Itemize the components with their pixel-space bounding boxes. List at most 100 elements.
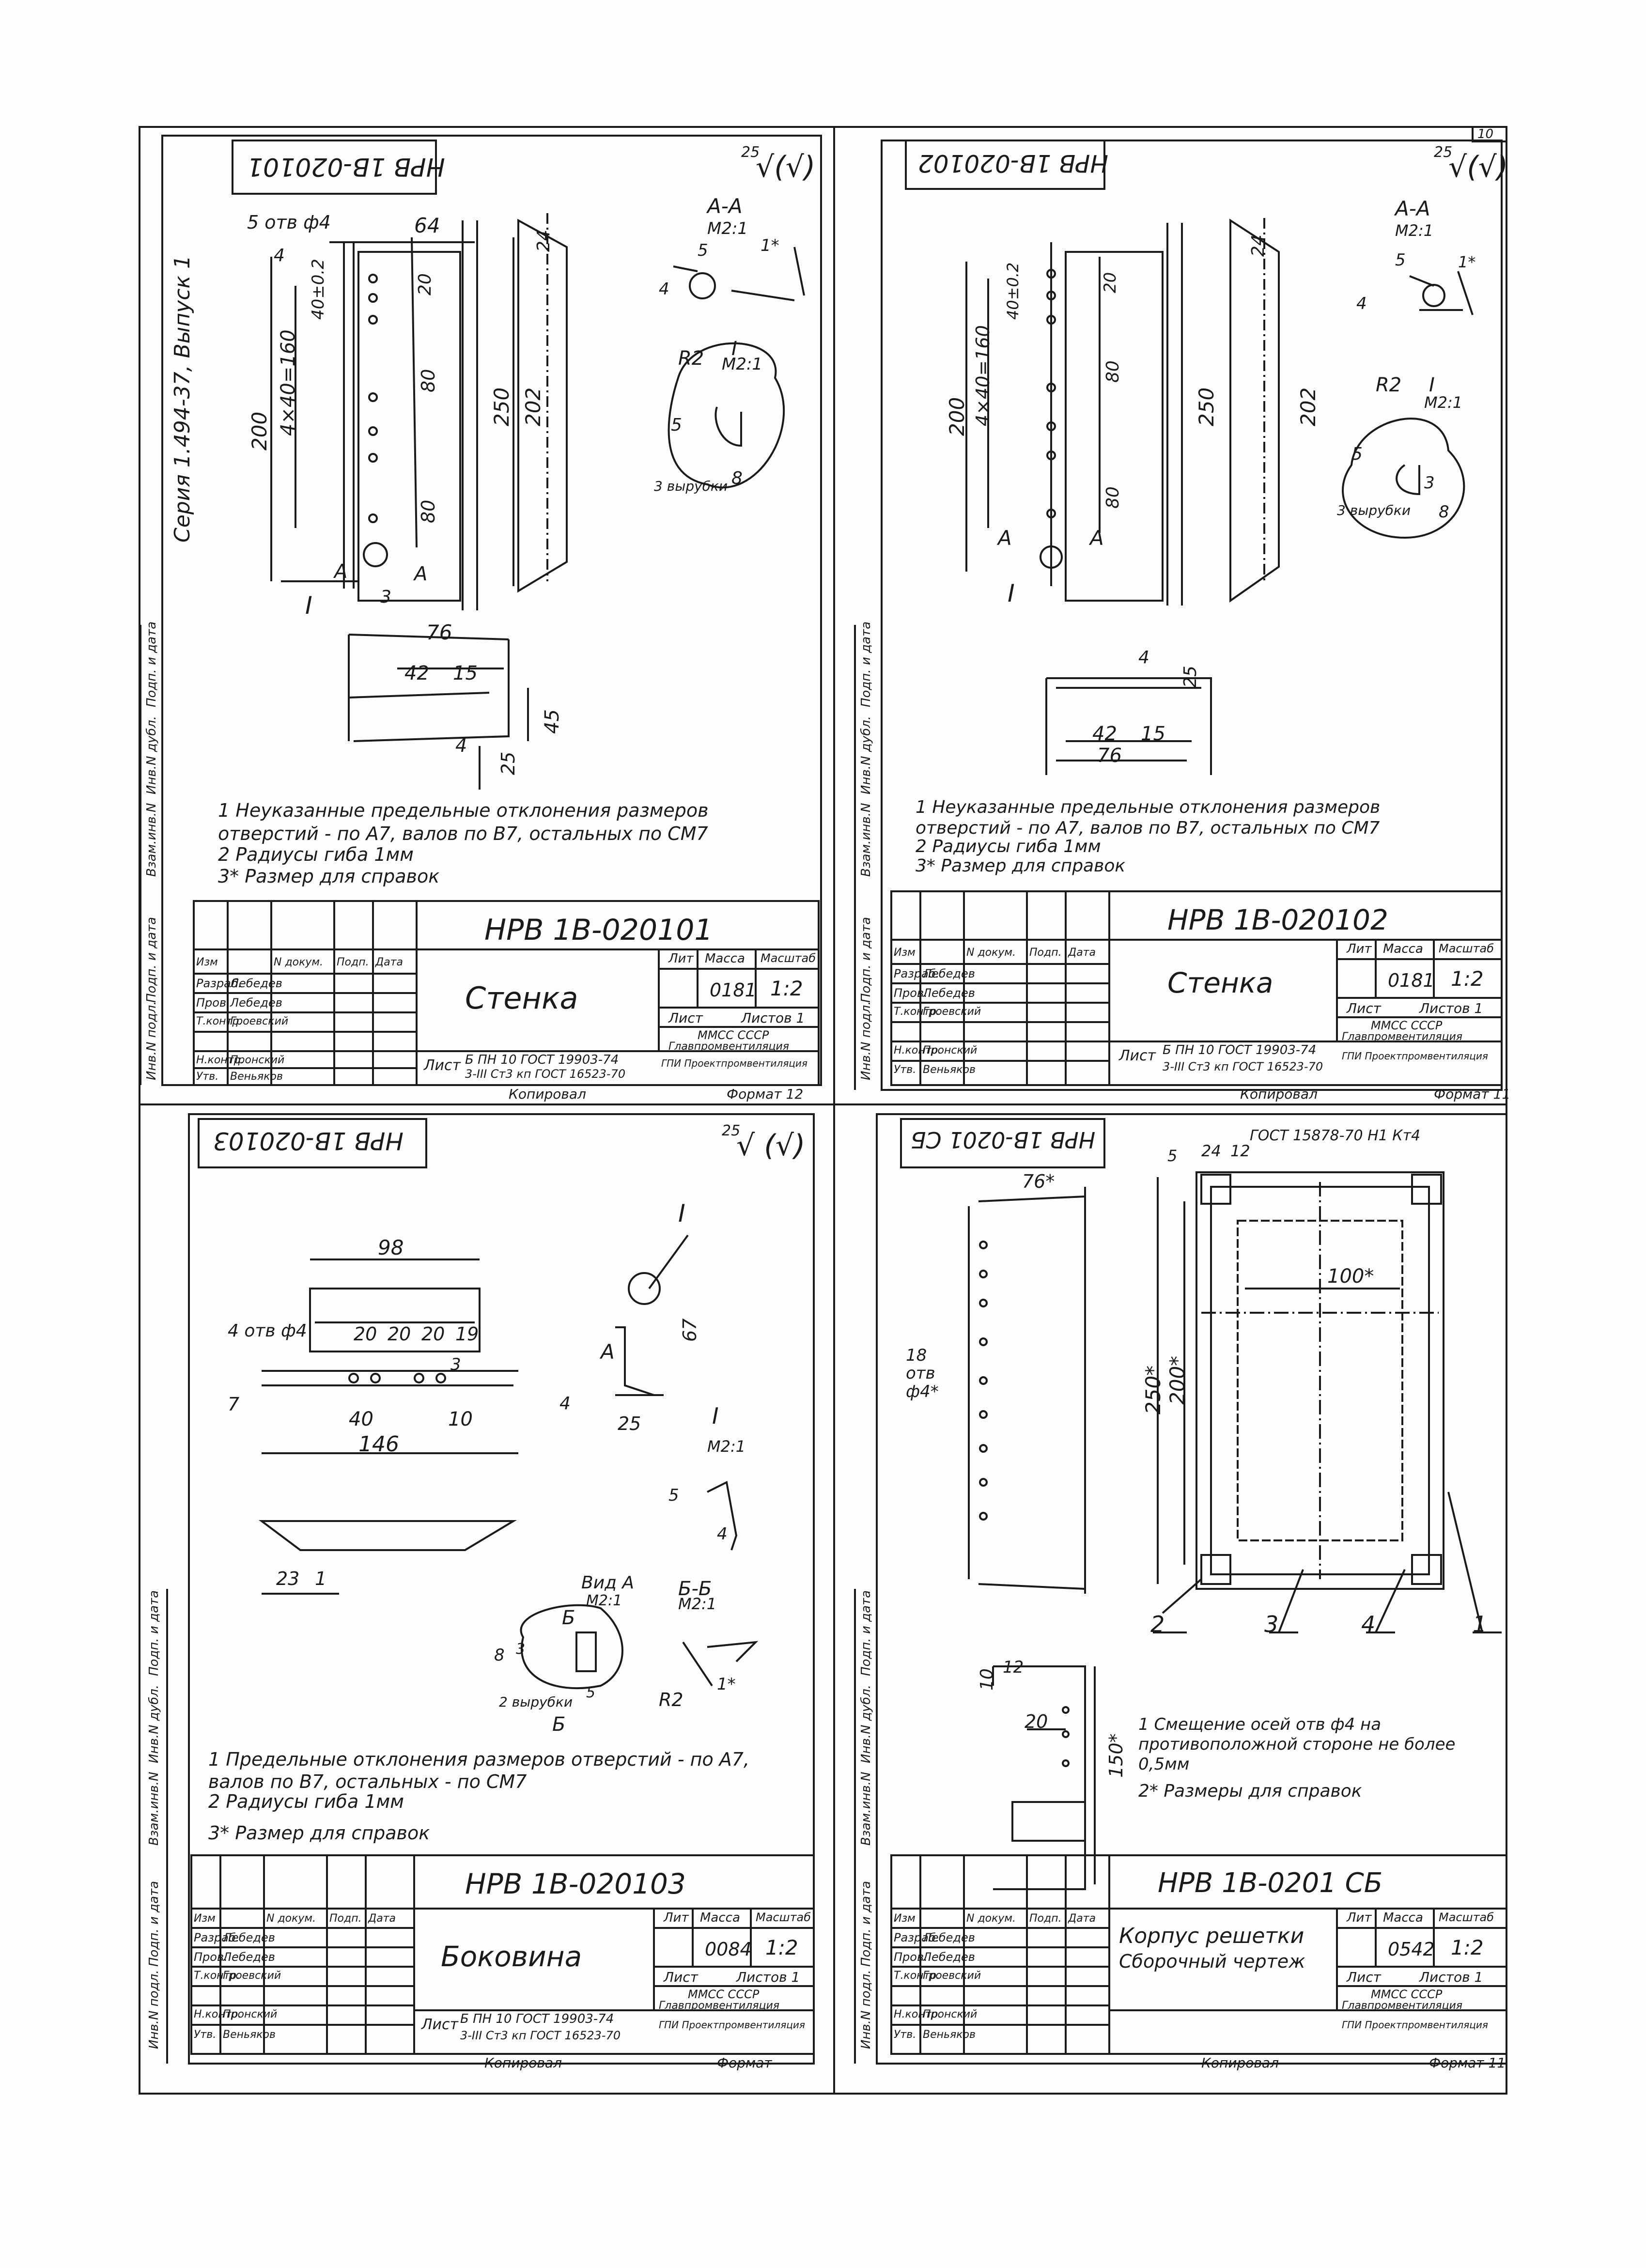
- d4-assembly-view: [968, 1171, 1502, 1890]
- d3-row-doc: N докум.: [266, 1912, 316, 1925]
- d2-person-1: Разраб.: [894, 967, 940, 980]
- d1-copied: Копировал: [509, 1086, 586, 1102]
- d3-dim-10: 10: [448, 1408, 473, 1430]
- d2-sheet: Лист: [1347, 1000, 1381, 1016]
- d1-person-5-name: Веньяков: [230, 1071, 283, 1083]
- d2-side-stamp-2: Подп. и дата: [859, 917, 873, 1003]
- d4-org2: Главпромвентиляция: [1342, 2000, 1462, 2012]
- d1-side-stamp-2: Подп. и дата: [144, 917, 159, 1003]
- d4-code-mirrored: НРВ 1В-0201 СБ: [911, 1127, 1096, 1153]
- d2-dim-202: 202: [1296, 387, 1320, 426]
- d1-dim-4b: 4: [455, 735, 467, 756]
- d1-dim-20: 20: [415, 273, 435, 295]
- d3-note-1: 1 Предельные отклонения размеров отверст…: [208, 1749, 750, 1792]
- d4-person-1-name: Лебедев: [923, 1931, 975, 1944]
- d4-row-sign: Подп.: [1029, 1912, 1062, 1925]
- d2-dim-160: 4×40=160: [972, 325, 994, 426]
- d2-col-mass: Масса: [1383, 942, 1423, 956]
- d4-name2: Сборочный чертеж: [1119, 1951, 1305, 1972]
- d3-row-date: Дата: [368, 1912, 396, 1925]
- d4-pos-4: 4: [1361, 1611, 1376, 1637]
- d1-detail-I: I: [731, 338, 737, 360]
- d2-dim-250: 250: [1195, 387, 1218, 426]
- d1-scale-I: М2:1: [722, 355, 763, 374]
- d2-copied: Копировал: [1240, 1086, 1318, 1102]
- d1-person-2-name: Лебедев: [230, 996, 282, 1010]
- d1-org1: ММСС СССР: [698, 1028, 769, 1042]
- d4-person-5-name: Веньяков: [923, 2029, 976, 2041]
- d1-label-I: I: [305, 591, 312, 620]
- d2-title-block: [890, 890, 1503, 1086]
- d1-mass: 0181: [710, 979, 757, 1001]
- d3-view-8: 8: [494, 1646, 505, 1665]
- d3-material-sheet: Лист: [421, 2016, 459, 2033]
- d1-dim-24: 24: [534, 230, 554, 252]
- d3-dim-67: 67: [679, 1318, 700, 1342]
- d1-sheets: Листов 1: [741, 1010, 805, 1026]
- d3-person-2-name: Лебедев: [223, 1950, 275, 1964]
- d4-side-stamp-2: Подп. и дата: [859, 1880, 873, 1967]
- d2-format: Формат 11: [1434, 1086, 1511, 1102]
- d2-person-5: Утв.: [894, 1064, 916, 1076]
- d1-col-scale: Масштаб: [761, 951, 816, 965]
- d3-det-I: I: [712, 1403, 719, 1429]
- d1-dim-45: 45: [541, 709, 563, 734]
- d1-section-AA: А-А: [707, 194, 743, 218]
- d3-copied: Копировал: [484, 2055, 562, 2071]
- d2-dim-80b: 80: [1103, 486, 1123, 509]
- d3-code: НРВ 1В-020103: [465, 1867, 686, 1900]
- d3-dim-20a: 20: [354, 1323, 377, 1345]
- d1-title-block: [193, 900, 820, 1086]
- d3-detail-I: I: [678, 1199, 685, 1227]
- d3-name: Боковина: [441, 1940, 582, 1973]
- frame-d4: [876, 1113, 1507, 2065]
- d3-mass: 0084: [705, 1939, 752, 1960]
- d3-org3: ГПИ Проектпромвентиляция: [659, 2019, 805, 2031]
- d4-dim-200: 200*: [1165, 1355, 1189, 1405]
- d2-dim-80a: 80: [1103, 360, 1123, 383]
- d1-row-doc: N докум.: [274, 956, 324, 968]
- d3-label-B1: Б: [562, 1607, 575, 1629]
- d3-note-3: 3* Размер для справок: [208, 1822, 430, 1844]
- d3-dim-3: 3: [450, 1355, 461, 1374]
- d4-sheet: Лист: [1347, 1969, 1381, 1985]
- d3-det-scale: М2:1: [707, 1437, 746, 1456]
- d4-side-stamp-5: Подп. и дата: [859, 1590, 873, 1676]
- d2-person-2: Пров.: [894, 986, 928, 1000]
- d2-det-cuts: 3 вырубки: [1337, 502, 1411, 518]
- d4-side-stamp-4: Инв.N дубл.: [859, 1684, 873, 1763]
- d1-side-stamp-3: Взам.инв.N: [144, 803, 159, 877]
- d2-person-4: Н.контр.: [894, 1044, 942, 1056]
- d1-dim-42: 42: [404, 662, 429, 684]
- d3-person-1: Разраб.: [194, 1931, 240, 1944]
- d3-person-3: Т.контр.: [194, 1970, 240, 1982]
- d2-org1: ММСС СССР: [1371, 1019, 1443, 1032]
- d4-dim-20: 20: [1025, 1711, 1048, 1732]
- d3-person-1-name: Лебедев: [223, 1931, 275, 1944]
- d2-roughness: 25: [1434, 144, 1453, 161]
- d2-note-2: 2 Радиусы гиба 1мм: [916, 837, 1101, 856]
- d3-dim-holes: 4 отв ф4: [228, 1321, 307, 1341]
- d4-dim-12: 12: [1230, 1142, 1250, 1160]
- d3-dim-23: 23: [276, 1568, 300, 1589]
- d3-side-stamp-3: Взам.инв.N: [147, 1771, 161, 1846]
- d1-person-5: Утв.: [196, 1071, 219, 1083]
- d4-row-doc: N докум.: [966, 1912, 1016, 1925]
- d4-person-3: Т.контр.: [894, 1970, 940, 1982]
- d2-scale-AA: М2:1: [1395, 221, 1434, 240]
- d2-det-3: 3: [1424, 473, 1435, 493]
- d4-person-1: Разраб.: [894, 1931, 940, 1944]
- d3-side-stamp-2: Подп. и дата: [147, 1880, 161, 1967]
- d3-format: Формат: [717, 2055, 772, 2071]
- d1-sec-4: 4: [659, 280, 669, 299]
- d3-dim-146: 146: [358, 1432, 399, 1457]
- d3-dim-98: 98: [378, 1236, 404, 1259]
- d1-note-3: 3* Размер для справок: [218, 866, 440, 887]
- d4-mass: 0542: [1388, 1939, 1435, 1960]
- d1-part-view: [270, 213, 805, 790]
- series-text: Серия 1.494-37, Выпуск 1: [170, 255, 195, 543]
- d2-dim-15: 15: [1141, 723, 1165, 745]
- d4-org3: ГПИ Проектпромвентиляция: [1342, 2019, 1488, 2031]
- d3-col-lit: Лит: [664, 1911, 689, 1925]
